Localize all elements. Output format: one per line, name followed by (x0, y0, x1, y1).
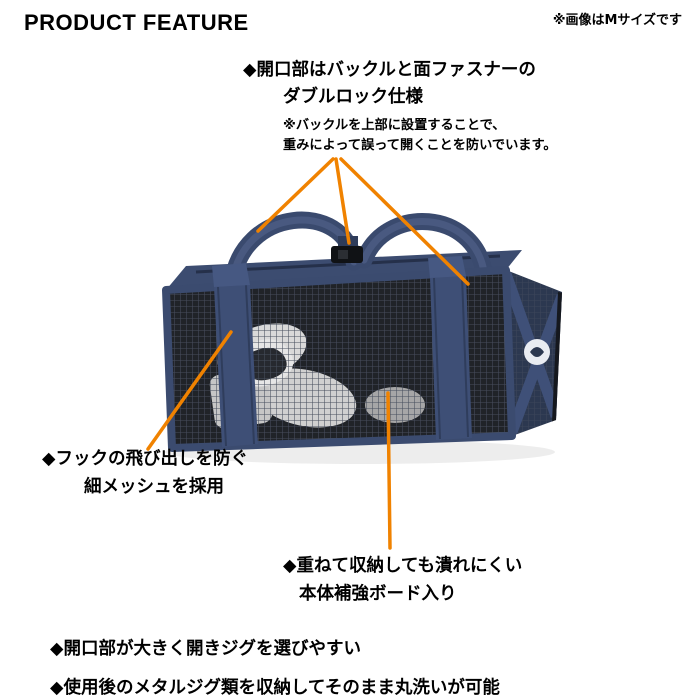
callout-lines (146, 157, 470, 550)
callout-double-lock: ◆開口部はバックルと面ファスナーの ダブルロック仕様 ※バックルを上部に設置する… (243, 58, 557, 156)
callout-reinforce-board: ◆重ねて収納しても潰れにくい 本体補強ボード入り (283, 554, 522, 606)
page-title: PRODUCT FEATURE (24, 10, 249, 35)
bag-trim (162, 266, 516, 452)
bag-strap-left-stitch (217, 284, 255, 447)
callout-line-lock-center (334, 157, 351, 245)
callout-reinforce-board-line1: ◆重ねて収納しても潰れにくい (283, 556, 523, 576)
callout-reinforce-board-line2: 本体補強ボード入り (299, 584, 457, 604)
callout-line-board (386, 391, 392, 550)
callout-fine-mesh-line1: ◆フックの飛び出しを防ぐ (42, 449, 248, 469)
callout-fine-mesh: ◆フックの飛び出しを防ぐ 細メッシュを採用 (42, 447, 248, 499)
callout-line-mesh (146, 330, 233, 451)
bag-strap-right-stitch (433, 275, 469, 440)
callout-line-lock-left (256, 157, 335, 233)
bottom-feature-item: ◆使用後のメタルジグ類を収納してそのまま丸洗いが可能 (50, 678, 500, 698)
bag-buckle (331, 236, 363, 263)
callout-double-lock-line2: ダブルロック仕様 (283, 87, 423, 107)
bag-strap-left-top (212, 263, 250, 287)
callout-double-lock-line1: ◆開口部はバックルと面ファスナーの (243, 60, 536, 80)
bag-handle-right-highlight (360, 218, 488, 276)
bag-side-detail (506, 270, 562, 436)
bottom-feature-list: ◆開口部が大きく開きジグを選びやすい ◆使用後のメタルジグ類を収納してそのまま丸… (50, 637, 500, 700)
callout-double-lock-note1: ※バックルを上部に設置することで、 (283, 118, 506, 133)
size-note: ※画像はMサイズです (552, 13, 682, 28)
callout-line-lock-right (339, 157, 470, 286)
callout-fine-mesh-line2: 細メッシュを採用 (84, 477, 224, 497)
bottom-feature-item: ◆開口部が大きく開きジグを選びやすい (50, 639, 361, 659)
bag-strap-right (430, 276, 472, 440)
callout-double-lock-note2: 重みによって誤って開くことを防いでいます。 (283, 138, 557, 153)
